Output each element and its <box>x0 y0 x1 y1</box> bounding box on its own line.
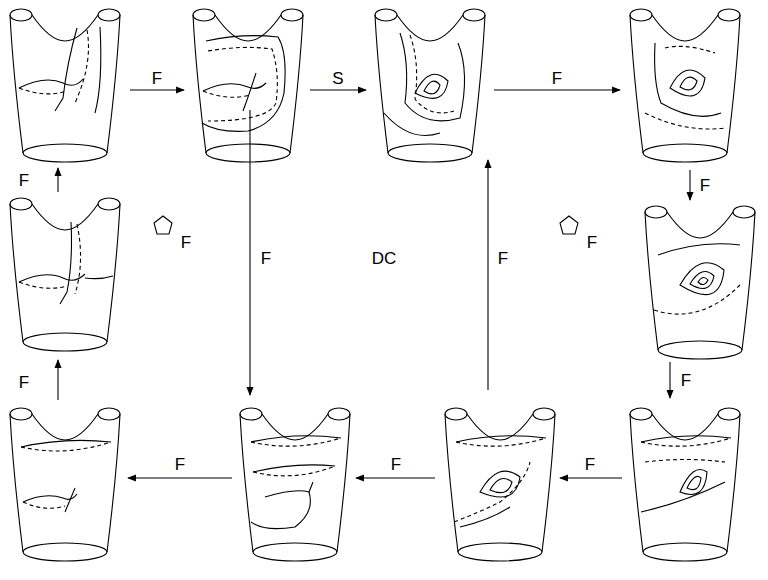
region-label: DC <box>371 250 398 267</box>
map-label: F <box>260 250 272 267</box>
map-label: F <box>551 70 563 87</box>
map-label: F <box>584 456 596 473</box>
map-label: F <box>586 234 598 251</box>
map-label: F <box>151 70 163 87</box>
map-label: F <box>18 374 30 391</box>
map-label: F <box>680 372 692 389</box>
map-label: F <box>174 456 186 473</box>
map-label: F <box>180 234 192 251</box>
map-label: F <box>497 250 509 267</box>
map-label: F <box>699 177 711 194</box>
map-label: S <box>331 70 344 87</box>
map-label: F <box>390 456 402 473</box>
map-label: F <box>18 172 30 189</box>
